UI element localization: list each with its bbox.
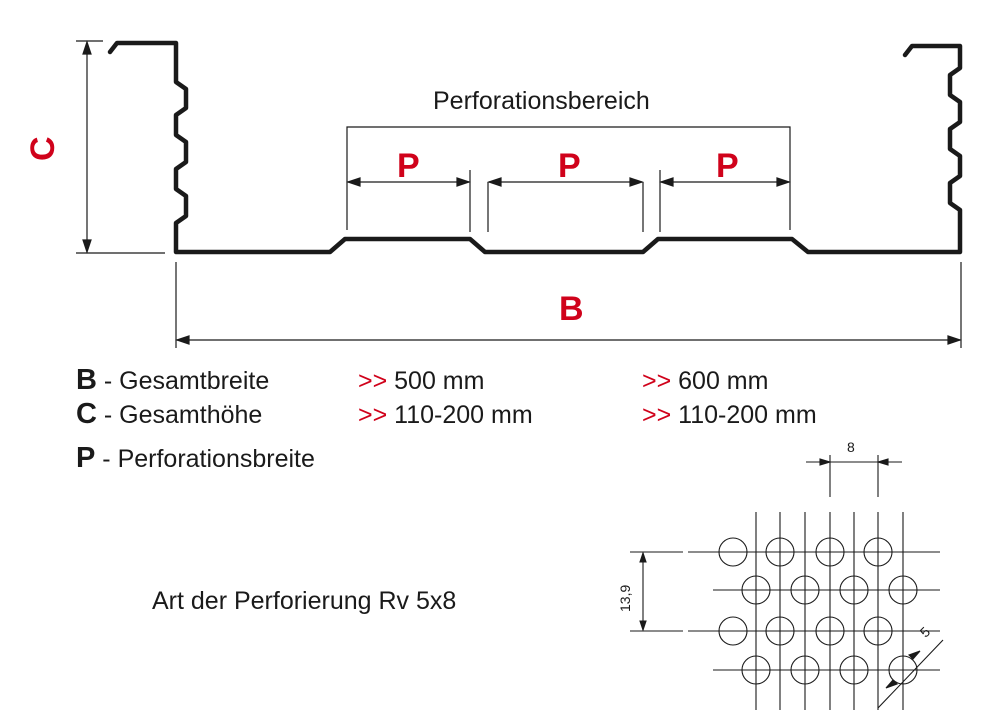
pattern-title: Art der Perforierung Rv 5x8 <box>152 587 457 615</box>
pitch-label: 8 <box>847 439 855 455</box>
perforation-area-label: Perforationsbereich <box>433 87 650 115</box>
spec-desc-p: - Perforationsbreite <box>102 445 315 473</box>
c-dimension <box>76 40 165 254</box>
perforation-area-bracket <box>346 126 791 230</box>
spec-b-arrow-1: >> <box>358 367 388 395</box>
pitch-dimension <box>806 455 902 497</box>
spec-desc-c: - Gesamthöhe <box>103 401 263 429</box>
p-mark-1: P <box>397 147 420 185</box>
spec-b-value-2: >> 600 mm <box>642 367 769 395</box>
profile-outline <box>107 40 963 255</box>
spec-key-p: P <box>76 442 96 474</box>
spec-key-c: C <box>76 398 97 430</box>
spec-c-arrow-2: >> <box>642 401 672 429</box>
c-mark: C <box>24 136 62 161</box>
spec-row-c: C - Gesamthöhe <box>76 400 262 429</box>
row-pitch-label: 13,9 <box>617 584 633 612</box>
spec-key-b: B <box>76 364 97 396</box>
spec-b-value-1: >> 500 mm <box>358 367 485 395</box>
spec-c-arrow-1: >> <box>358 401 388 429</box>
perforation-pattern <box>688 512 940 710</box>
p-mark-2: P <box>558 147 581 185</box>
b-mark: B <box>559 290 584 328</box>
row-pitch-dimension <box>630 551 683 632</box>
spec-c-value-1: >> 110-200 mm <box>358 401 533 429</box>
spec-b-arrow-2: >> <box>642 367 672 395</box>
diameter-dimension <box>877 639 944 709</box>
spec-c-value-2: >> 110-200 mm <box>642 401 817 429</box>
spec-row-b: B - Gesamtbreite <box>76 366 269 395</box>
p-mark-3: P <box>716 147 739 185</box>
spec-row-p: P - Perforationsbreite <box>76 444 315 473</box>
b-dimension <box>175 262 962 348</box>
spec-desc-b: - Gesamtbreite <box>103 367 270 395</box>
p-dimensions <box>346 170 791 232</box>
